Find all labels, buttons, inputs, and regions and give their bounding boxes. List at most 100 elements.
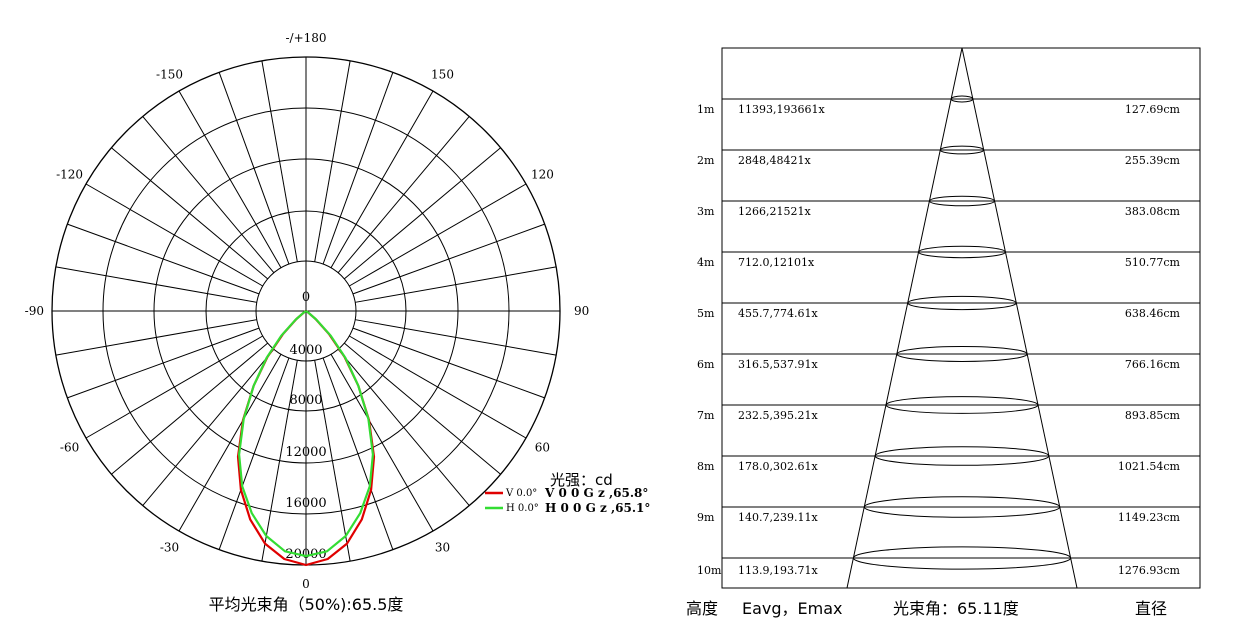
legend-v-line1: V 0.0° [505,488,537,499]
cone-eavg-value: 2848,48421x [738,154,811,167]
polar-angle-label: 90 [574,304,589,318]
polar-radial-labels: 0 4000 8000 12000 16000 20000 [285,290,326,562]
polar-spoke [355,319,557,356]
polar-spoke [218,72,290,265]
polar-spoke [314,60,351,262]
polar-angle-label: 150 [431,68,454,82]
cone-diameter-value: 1149.23cm [1118,511,1181,524]
curve-h-series [238,310,374,558]
beam-cone-diagram: 1m 11393,193661x 127.69cm 2m 2848,48421x 255.… [686,47,1201,618]
polar-legend: 光强：cd V 0.0° V 0 0 G z ,65.8° H 0.0° H 0… [485,471,650,515]
polar-spoke [142,116,275,274]
polar-radial-label: 8000 [289,393,322,408]
polar-spoke [352,327,545,399]
polar-spoke [55,266,257,303]
legend-h-line1: H 0.0° [506,503,539,514]
cone-height-label: 8m [697,460,715,473]
footer-height-label: 高度 [686,599,718,618]
cone-height-label: 1m [697,103,715,116]
cone-height-label: 7m [697,409,715,422]
polar-spoke [337,348,470,506]
cone-diameter-value: 510.77cm [1125,256,1181,269]
polar-spoke [67,327,260,399]
polar-spoke [330,354,434,532]
cone-diameter-value: 1276.93cm [1118,564,1181,577]
footer-diameter-label: 直径 [1135,599,1167,618]
cone-height-label: 10m [697,564,722,577]
cone-eavg-value: 113.9,193.71x [738,564,818,577]
polar-radial-label: 4000 [289,343,322,358]
cone-diameter-value: 255.39cm [1125,154,1181,167]
polar-spoke [330,90,434,268]
cone-eavg-value: 11393,193661x [738,103,825,116]
cone-height-label: 4m [697,256,715,269]
unit-label: 光强：cd [550,471,613,489]
polar-grid [51,56,561,566]
polar-angle-label: 30 [435,540,450,554]
cone-eavg-value: 712.0,12101x [738,256,815,269]
cone-eavg-value: 455.7,774.61x [738,307,818,320]
polar-radial-label: 16000 [285,496,326,511]
polar-spoke [343,342,501,475]
cone-diameter-value: 1021.54cm [1118,460,1181,473]
polar-spoke [55,319,257,356]
cone-diameter-value: 893.85cm [1125,409,1181,422]
cone-height-label: 6m [697,358,715,371]
cone-footer: 高度 Eavg，Emax 光束角：65.11度 直径 [686,599,1167,618]
polar-angle-label: -150 [156,68,183,82]
polar-spoke [349,183,527,287]
cone-height-label: 3m [697,205,715,218]
polar-spoke [85,183,263,287]
footer-eavg-label: Eavg，Emax [742,599,843,618]
polar-angle-label: 60 [535,441,550,455]
footer-beam-label: 光束角：65.11度 [893,599,1019,618]
polar-radial-label: 20000 [285,547,326,562]
cone-edge-right [961,47,1078,589]
polar-spoke [178,354,282,532]
polar-angle-label: -120 [56,168,83,182]
polar-curves [236,310,376,567]
polar-spoke [314,360,351,562]
cone-frame [721,47,1201,589]
polar-radial-label: 12000 [285,445,326,460]
cone-height-label: 2m [697,154,715,167]
polar-spoke [261,360,298,562]
cone-diameter-value: 383.08cm [1125,205,1181,218]
polar-angle-label: 0 [302,577,310,591]
cone-diameter-value: 638.46cm [1125,307,1181,320]
cone-diameter-value: 766.16cm [1125,358,1181,371]
polar-spoke [349,335,527,439]
polar-angle-labels: -/+180 150 -150 120 -120 90 -90 60 -60 30 -30 0 [25,31,590,591]
polar-caption: 平均光束角（50%):65.5度 [209,595,404,614]
polar-spoke [218,357,290,550]
polar-spoke [111,342,269,475]
polar-spoke [322,72,394,265]
cone-edge-left [846,47,963,589]
polar-angle-label: -90 [25,304,44,318]
polar-spoke [85,335,263,439]
polar-spoke [355,266,557,303]
polar-angle-label: 120 [531,168,554,182]
polar-spoke [343,147,501,280]
cone-diameter-value: 127.69cm [1125,103,1181,116]
polar-intensity-chart: -/+180 150 -150 120 -120 90 -90 60 -60 30 -30 0 0 40… [25,31,651,614]
legend-v-line2: V 0 0 G z ,65.8° [544,486,648,500]
polar-spoke [178,90,282,268]
cone-eavg-value: 232.5,395.21x [738,409,818,422]
polar-angle-label: -60 [60,441,79,455]
polar-spoke [261,60,298,262]
cone-rows: 1m 11393,193661x 127.69cm 2m 2848,48421x 255.… [697,95,1200,577]
polar-spoke [111,147,269,280]
polar-spoke [67,223,260,295]
cone-height-label: 5m [697,307,715,320]
polar-spoke [322,357,394,550]
cone-eavg-value: 316.5,537.91x [738,358,818,371]
polar-angle-label: -30 [160,540,179,554]
polar-angle-label: -/+180 [285,31,326,45]
legend-h-line2: H 0 0 G z ,65.1° [545,501,650,515]
cone-eavg-value: 1266,21521x [738,205,811,218]
polar-spoke [352,223,545,295]
polar-radial-label: 0 [302,290,310,305]
cone-eavg-value: 178.0,302.61x [738,460,818,473]
